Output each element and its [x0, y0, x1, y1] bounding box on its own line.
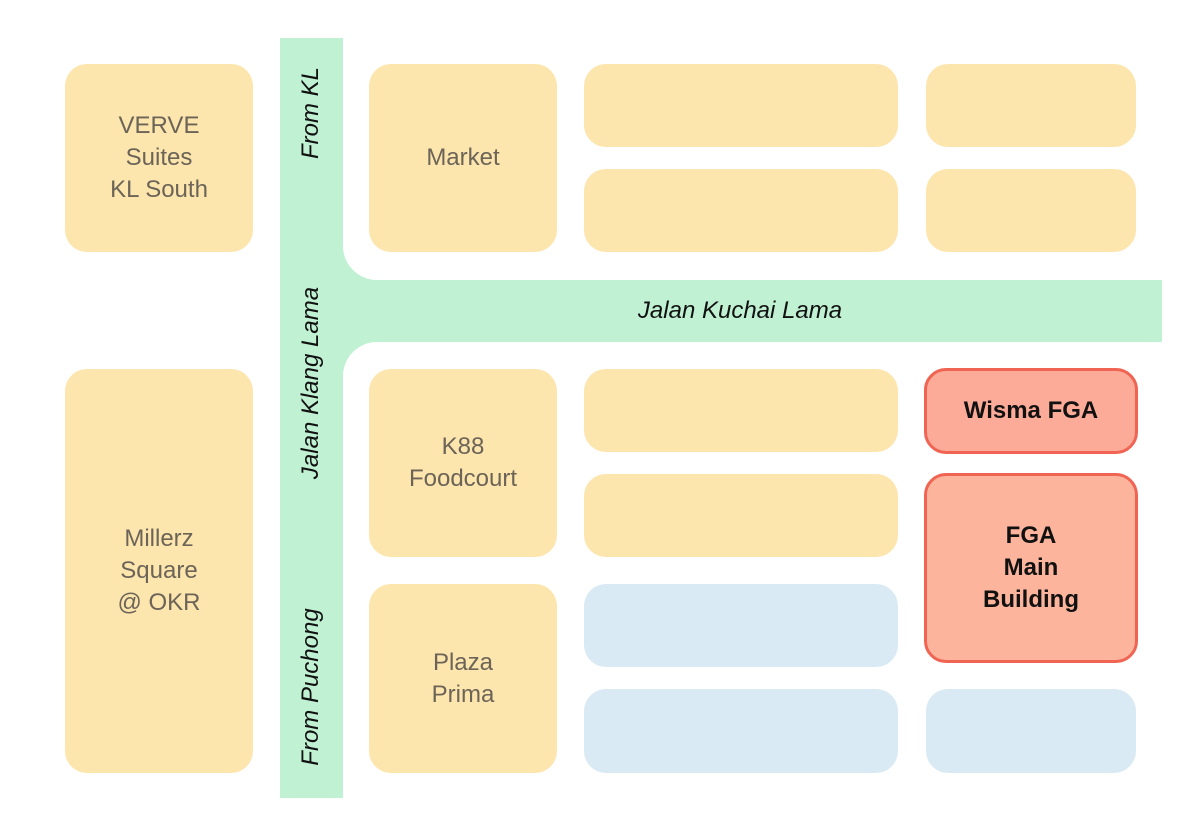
label-millerz-square: Millerz Square @ OKR	[117, 525, 201, 616]
block-unnamed	[584, 474, 898, 557]
label-k88-foodcourt: K88 Foodcourt	[408, 433, 518, 492]
road-jalan-kuchai-lama	[343, 280, 1162, 342]
block-water	[926, 689, 1136, 773]
label-from-kl: From KL	[297, 67, 324, 160]
label-plaza-prima: Plaza Prima	[431, 648, 495, 708]
block-verve-suites: VERVE Suites KL South	[65, 64, 253, 252]
block-unnamed	[584, 64, 898, 147]
block-unnamed	[584, 369, 898, 452]
junction-corner-bottom	[343, 342, 377, 376]
block-water	[584, 689, 898, 773]
label-jalan-kuchai-lama: Jalan Kuchai Lama	[637, 297, 843, 324]
block-water	[584, 584, 898, 667]
block-plaza-prima: Plaza Prima	[369, 584, 557, 773]
label-fga-main-building: FGA Main Building	[983, 522, 1079, 613]
label-verve-suites: VERVE Suites KL South	[110, 112, 208, 203]
junction-corner-top	[343, 246, 377, 280]
block-unnamed	[926, 169, 1136, 252]
label-from-puchong: From Puchong	[297, 608, 324, 766]
block-millerz-square: Millerz Square @ OKR	[65, 369, 253, 773]
block-unnamed	[926, 64, 1136, 147]
label-jalan-klang-lama: Jalan Klang Lama	[297, 286, 324, 480]
block-market: Market	[369, 64, 557, 252]
block-wisma-fga: Wisma FGA	[924, 368, 1138, 454]
label-wisma-fga: Wisma FGA	[963, 397, 1099, 424]
block-unnamed	[584, 169, 898, 252]
block-k88-foodcourt: K88 Foodcourt	[369, 369, 557, 557]
road-jalan-klang-lama	[280, 38, 343, 798]
block-fga-main-building: FGA Main Building	[924, 473, 1138, 663]
label-market: Market	[426, 144, 500, 171]
